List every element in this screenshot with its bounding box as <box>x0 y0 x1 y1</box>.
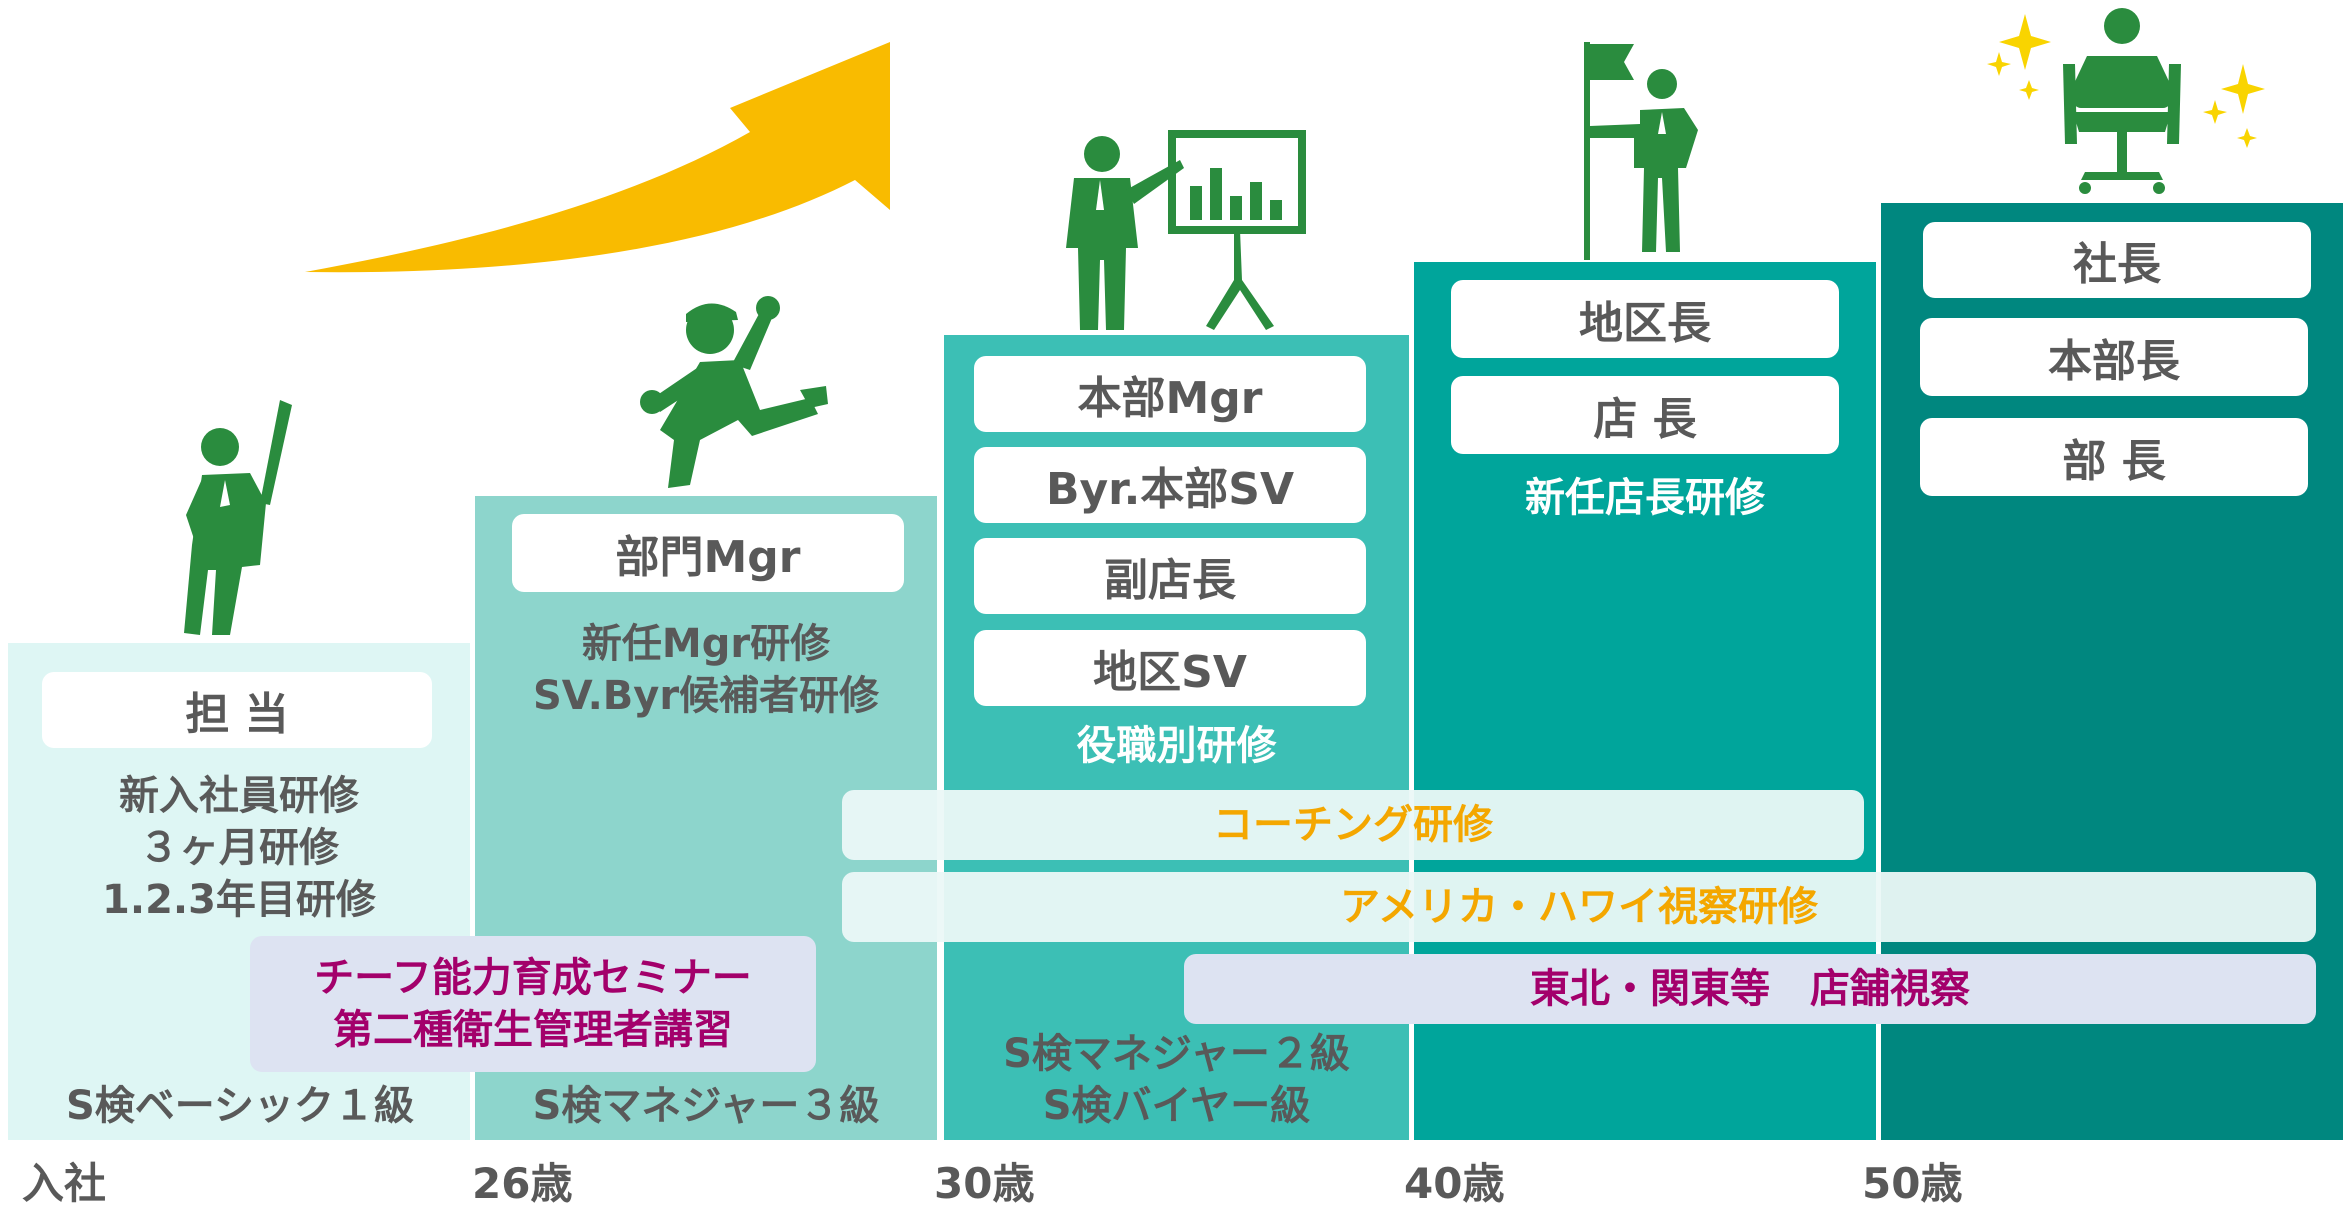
role-box-tencho: 店 長 <box>1451 376 1839 454</box>
growth-arrow-icon <box>305 42 890 273</box>
program-chief-seminar: チーフ能力育成セミナー 第二種衛生管理者講習 <box>250 936 816 1072</box>
age-label-40: 40歳 <box>1404 1159 1505 1208</box>
role-box-fuku-tencho: 副店長 <box>974 538 1366 614</box>
role-box-shacho: 社長 <box>1923 222 2311 298</box>
age-label-entry: 入社 <box>22 1159 107 1208</box>
stage-2-training: 新任Mgr研修 SV.Byr候補者研修 <box>532 621 880 719</box>
presenter-with-chart-icon <box>1066 130 1306 330</box>
role-box-honbu-cho: 本部長 <box>1920 318 2308 396</box>
age-label-30: 30歳 <box>934 1159 1035 1208</box>
age-label-26: 26歳 <box>472 1159 573 1208</box>
stage-3-qualification: S検マネジャー２級 S検バイヤー級 <box>1003 1031 1350 1129</box>
program-coaching: コーチング研修 <box>842 790 1864 860</box>
role-box-chiku-cho: 地区長 <box>1451 280 1839 358</box>
jumping-person-icon <box>640 296 828 488</box>
role-box-honbu-mgr: 本部Mgr <box>974 356 1366 432</box>
stage-1-training: 新入社員研修 ３ヶ月研修 1.2.3年目研修 <box>102 773 376 923</box>
role-box-bumon-mgr: 部門Mgr <box>512 514 904 592</box>
role-box-chiku-sv: 地区SV <box>974 630 1366 706</box>
person-with-flag-icon <box>1584 42 1698 260</box>
stage-2-qualification: S検マネジャー３級 <box>532 1083 880 1129</box>
role-box-byr-honbu-sv: Byr.本部SV <box>974 447 1366 523</box>
cheering-person-icon <box>184 400 292 635</box>
role-box-bucho: 部 長 <box>1920 418 2308 496</box>
stage-4-training: 新任店長研修 <box>1525 475 1765 521</box>
program-tohoku-kanto: 東北・関東等 店舗視察 <box>1184 954 2316 1024</box>
stage-3-training: 役職別研修 <box>1076 723 1277 769</box>
role-box-tanto: 担 当 <box>42 672 432 748</box>
program-america-hawaii: アメリカ・ハワイ視察研修 <box>842 872 2316 942</box>
seated-person-sparkle-icon <box>1987 8 2265 194</box>
stage-1-qualification: S検ベーシック１級 <box>65 1083 414 1129</box>
age-label-50: 50歳 <box>1862 1159 1963 1208</box>
